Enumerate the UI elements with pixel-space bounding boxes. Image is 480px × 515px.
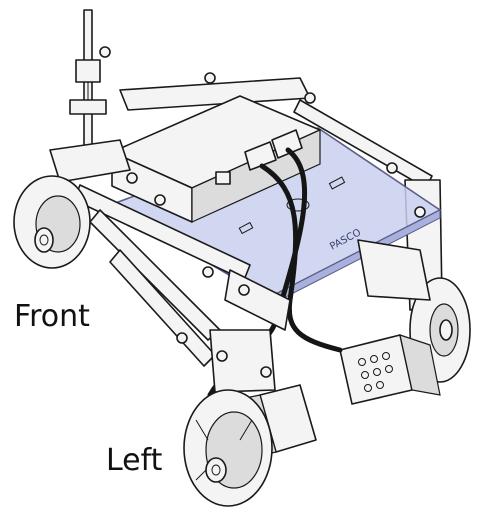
left-label: Left [106, 443, 163, 478]
mast-icon [69, 9, 111, 161]
front-label: Front [14, 299, 90, 334]
motor-icon [339, 334, 441, 405]
wheel-icon [13, 175, 91, 269]
wheel-icon [183, 389, 273, 507]
controller-box-icon [111, 95, 321, 223]
